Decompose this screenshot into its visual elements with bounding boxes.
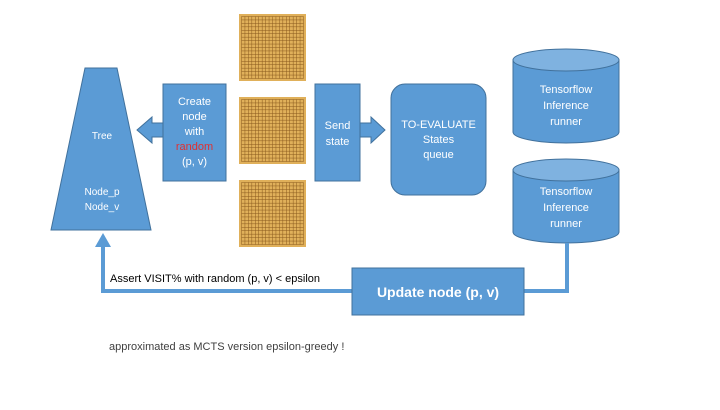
tree-node-v: Node_v [85, 202, 119, 213]
runner-1-line-2: Inference [543, 100, 589, 112]
go-board-2 [239, 97, 306, 164]
go-boards [239, 14, 306, 247]
tree-title: Tree [92, 131, 113, 142]
tree-shape: Tree Node_p Node_v [50, 67, 152, 231]
arrow-to-tree [136, 115, 164, 145]
runner-1-line-1: Tensorflow [540, 84, 593, 96]
send-state-box: Send state [314, 83, 361, 182]
runner-2-line-1: Tensorflow [540, 186, 593, 198]
runner-2-line-2: Inference [543, 202, 589, 214]
update-node-label: Update node (p, v) [377, 284, 499, 300]
update-node-box: Update node (p, v) [351, 267, 525, 316]
create-node-line-5: (p, v) [182, 156, 207, 168]
create-node-line-1: Create [178, 96, 211, 108]
go-board-3 [239, 180, 306, 247]
connector-runner-to-update [524, 243, 569, 293]
send-state-line-1: Send [325, 120, 351, 132]
footnote: approximated as MCTS version epsilon-gre… [109, 341, 344, 353]
inference-runner-1: Tensorflow Inference runner [512, 48, 620, 144]
send-state-line-2: state [326, 136, 350, 148]
arrowhead-to-tree [95, 233, 111, 247]
tree-node-p: Node_p [84, 187, 119, 198]
arrow-to-queue [359, 115, 386, 145]
runner-2-line-3: runner [550, 218, 582, 230]
queue-line-1: TO-EVALUATE [401, 119, 476, 131]
create-node-box: Create node with random (p, v) [162, 83, 227, 182]
queue-line-3: queue [423, 149, 454, 161]
go-board-1 [239, 14, 306, 81]
runner-1-line-3: runner [550, 116, 582, 128]
queue-line-2: States [423, 134, 455, 146]
create-node-random: random [176, 141, 213, 153]
create-node-line-2: node [182, 111, 206, 123]
to-evaluate-queue: TO-EVALUATE States queue [390, 83, 487, 196]
connector-update-to-tree [101, 246, 352, 293]
inference-runner-2: Tensorflow Inference runner [512, 158, 620, 244]
assert-label: Assert VISIT% with random (p, v) < epsil… [110, 273, 320, 285]
create-node-line-3: with [184, 126, 205, 138]
